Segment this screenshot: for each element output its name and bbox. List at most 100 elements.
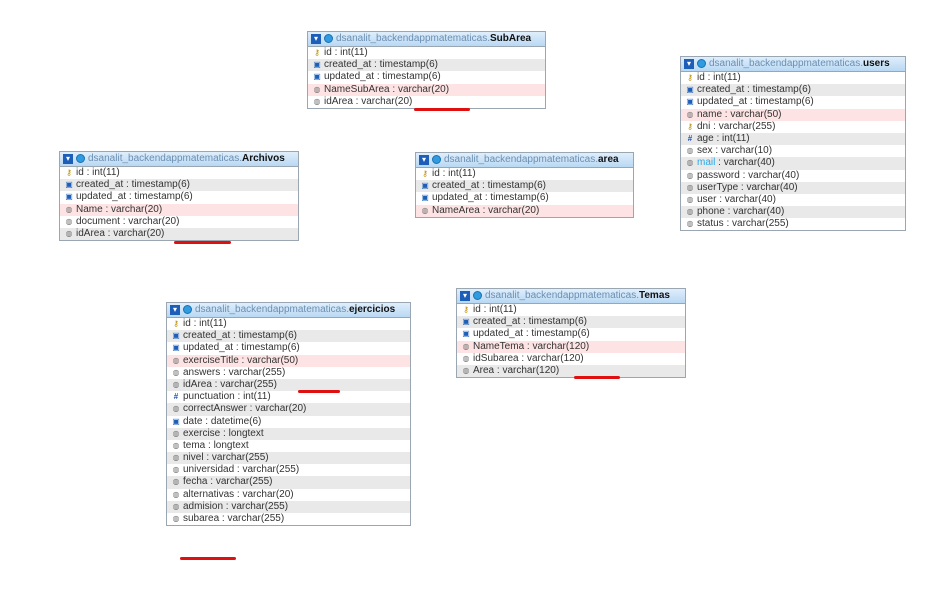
column-row[interactable]: ▣created_at : timestamp(6) xyxy=(60,179,298,192)
text-icon: ◍ xyxy=(65,216,73,226)
text-icon: ◍ xyxy=(421,205,429,215)
column-separator: : xyxy=(479,180,488,192)
column-row[interactable]: ◍correctAnswer : varchar(20) xyxy=(167,403,410,416)
text-icon: ◍ xyxy=(172,428,180,438)
column-row[interactable]: ◍Name : varchar(20) xyxy=(60,203,298,216)
gear-icon[interactable] xyxy=(473,291,482,300)
column-row[interactable]: ▣created_at : timestamp(6) xyxy=(167,330,410,343)
column-row[interactable]: ◍NameArea : varchar(20) xyxy=(416,204,633,217)
gear-icon[interactable] xyxy=(324,34,333,43)
timestamp-icon: ▣ xyxy=(313,72,321,82)
column-row[interactable]: #age : int(11) xyxy=(681,132,905,146)
column-row[interactable]: ▣updated_at : timestamp(6) xyxy=(308,71,545,83)
column-name: userType xyxy=(697,181,739,193)
toggle-icon[interactable]: ▾ xyxy=(63,154,73,164)
column-row[interactable]: ⚷id : int(11) xyxy=(308,47,545,59)
column-row[interactable]: ▣created_at : timestamp(6) xyxy=(416,180,633,193)
toggle-icon[interactable]: ▾ xyxy=(684,59,694,69)
key-icon: ⚷ xyxy=(422,169,428,178)
column-separator: : xyxy=(716,193,725,205)
separator: . xyxy=(636,290,639,301)
table-archivos[interactable]: ▾dsanalit_backendappmatematicas.Archivos… xyxy=(59,151,299,242)
toggle-icon[interactable]: ▾ xyxy=(311,34,321,44)
table-ejercicios[interactable]: ▾dsanalit_backendappmatematicas.ejercici… xyxy=(166,302,411,527)
column-row[interactable]: ◍password : varchar(40) xyxy=(681,170,905,182)
table-header[interactable]: ▾dsanalit_backendappmatematicas.ejercici… xyxy=(167,303,410,318)
column-row[interactable]: ◍phone : varchar(40) xyxy=(681,206,905,219)
column-row[interactable]: ◍NameSubArea : varchar(20) xyxy=(308,83,545,96)
table-header[interactable]: ▾dsanalit_backendappmatematicas.users xyxy=(681,57,905,72)
column-type: int(11) xyxy=(448,168,476,179)
column-type: varchar(50) xyxy=(247,354,299,366)
column-row[interactable]: ◍idSubarea : varchar(120) xyxy=(457,353,685,365)
number-icon: # xyxy=(687,133,693,143)
column-row[interactable]: ⚷id : int(11) xyxy=(416,168,633,180)
column-row[interactable]: ⚷dni : varchar(255) xyxy=(681,121,905,133)
toggle-icon[interactable]: ▾ xyxy=(419,155,429,165)
column-row[interactable]: ▣created_at : timestamp(6) xyxy=(457,316,685,329)
column-row[interactable]: #punctuation : int(11) xyxy=(167,391,410,403)
column-name: idSubarea xyxy=(473,352,519,364)
gear-icon[interactable] xyxy=(432,155,441,164)
column-row[interactable]: ▣date : datetime(6) xyxy=(167,416,410,428)
table-header[interactable]: ▾dsanalit_backendappmatematicas.Temas xyxy=(457,289,685,304)
column-row[interactable]: ▣updated_at : timestamp(6) xyxy=(457,328,685,340)
table-header[interactable]: ▾dsanalit_backendappmatematicas.area xyxy=(416,153,633,168)
table-header[interactable]: ▾dsanalit_backendappmatematicas.SubArea xyxy=(308,32,545,47)
column-row[interactable]: ◍exerciseTitle : varchar(50) xyxy=(167,354,410,367)
gear-icon[interactable] xyxy=(76,154,85,163)
column-name: correctAnswer xyxy=(183,403,247,415)
column-row[interactable]: ◍alternativas : varchar(20) xyxy=(167,489,410,501)
column-row[interactable]: ▣updated_at : timestamp(6) xyxy=(60,191,298,203)
column-row[interactable]: ◍admision : varchar(255) xyxy=(167,500,410,513)
toggle-icon[interactable]: ▾ xyxy=(170,305,180,315)
column-separator: : xyxy=(219,513,228,524)
column-row[interactable]: ◍document : varchar(20) xyxy=(60,216,298,228)
column-row[interactable]: ▣created_at : timestamp(6) xyxy=(308,59,545,72)
column-row[interactable]: ▣updated_at : timestamp(6) xyxy=(681,96,905,108)
column-row[interactable]: ◍userType : varchar(40) xyxy=(681,181,905,194)
column-name: NameSubArea xyxy=(324,83,390,95)
separator: . xyxy=(595,154,598,165)
column-row[interactable]: ◍universidad : varchar(255) xyxy=(167,464,410,476)
gear-icon[interactable] xyxy=(183,305,192,314)
column-row[interactable]: ◍sex : varchar(10) xyxy=(681,145,905,157)
column-row[interactable]: ⚷id : int(11) xyxy=(167,318,410,330)
table-area[interactable]: ▾dsanalit_backendappmatematicas.area⚷id … xyxy=(415,152,634,218)
column-row[interactable]: ◍exercise : longtext xyxy=(167,427,410,440)
column-separator: : xyxy=(102,203,112,215)
table-header[interactable]: ▾dsanalit_backendappmatematicas.Archivos xyxy=(60,152,298,167)
column-row[interactable]: ◍Area : varchar(120) xyxy=(457,364,685,378)
column-row[interactable]: ◍idArea : varchar(20) xyxy=(60,227,298,241)
column-separator: : xyxy=(724,206,734,218)
column-row[interactable]: ◍idArea : varchar(255) xyxy=(167,378,410,392)
column-row[interactable]: ◍mail : varchar(40) xyxy=(681,157,905,170)
database-name: dsanalit_backendappmatematicas xyxy=(195,304,347,315)
column-row[interactable]: ⚷id : int(11) xyxy=(457,304,685,316)
table-users[interactable]: ▾dsanalit_backendappmatematicas.users⚷id… xyxy=(680,56,906,232)
column-row[interactable]: ⚷id : int(11) xyxy=(60,167,298,179)
column-row[interactable]: ◍idArea : varchar(20) xyxy=(308,96,545,108)
column-separator: : xyxy=(220,366,229,378)
column-row[interactable]: ◍name : varchar(50) xyxy=(681,108,905,121)
column-name: idArea xyxy=(183,378,212,390)
toggle-icon[interactable]: ▾ xyxy=(460,291,470,301)
column-row[interactable]: ◍user : varchar(40) xyxy=(681,194,905,206)
table-subarea[interactable]: ▾dsanalit_backendappmatematicas.SubArea⚷… xyxy=(307,31,546,109)
column-row[interactable]: ◍status : varchar(255) xyxy=(681,218,905,230)
gear-icon[interactable] xyxy=(697,59,706,68)
column-row[interactable]: ◍NameTema : varchar(120) xyxy=(457,340,685,353)
column-row[interactable]: ◍subarea : varchar(255) xyxy=(167,513,410,525)
table-name: SubArea xyxy=(490,33,532,44)
column-row[interactable]: ▣created_at : timestamp(6) xyxy=(681,84,905,97)
column-row[interactable]: ▣updated_at : timestamp(6) xyxy=(167,342,410,354)
column-row[interactable]: ◍tema : longtext xyxy=(167,440,410,452)
column-row[interactable]: ◍answers : varchar(255) xyxy=(167,367,410,379)
column-row[interactable]: ▣updated_at : timestamp(6) xyxy=(416,192,633,204)
column-row[interactable]: ◍nivel : varchar(255) xyxy=(167,452,410,465)
separator: . xyxy=(860,58,863,69)
column-row[interactable]: ◍fecha : varchar(255) xyxy=(167,476,410,489)
column-row[interactable]: ⚷id : int(11) xyxy=(681,72,905,84)
column-type: int(11) xyxy=(713,72,741,83)
table-temas[interactable]: ▾dsanalit_backendappmatematicas.Temas⚷id… xyxy=(456,288,686,379)
